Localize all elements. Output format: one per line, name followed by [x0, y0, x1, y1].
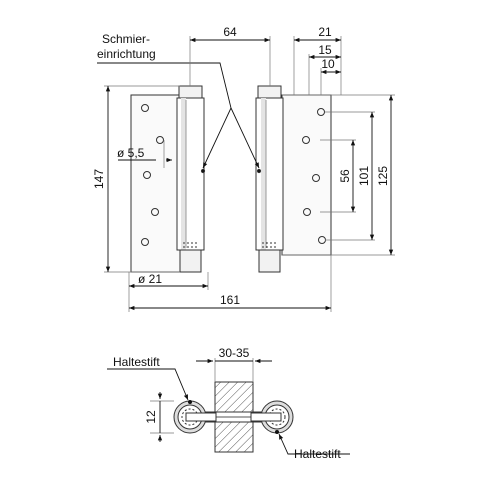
right-barrel [255, 85, 284, 273]
left-barrel-section [173, 400, 217, 434]
dim-hole: ø 5,5 [117, 146, 145, 160]
holding-pin-label-right: Haltestift [294, 447, 341, 461]
grease-leader-lines [97, 62, 260, 169]
right-barrel-section [250, 400, 294, 434]
left-leaf-plate [130, 94, 182, 273]
dim-barrel: ø 21 [138, 272, 162, 286]
cross-section-view [173, 381, 294, 453]
section-dimension-lines [107, 358, 350, 455]
extension-lines [104, 36, 395, 312]
holding-pin-label-left: Haltestift [113, 355, 160, 369]
grease-point-right [256, 168, 262, 174]
grease-point-left [200, 168, 206, 174]
dimension-lines [105, 37, 394, 311]
left-screw-holes [141, 104, 164, 246]
dim-21: 21 [318, 25, 332, 39]
dim-10: 10 [321, 57, 335, 71]
dim-spacing: 64 [223, 25, 237, 39]
grease-label-line1: Schmier- [102, 32, 150, 46]
dim-15: 15 [318, 43, 332, 57]
dim-125: 125 [376, 166, 390, 186]
door-leaf-upper [214, 381, 254, 417]
dim-12: 12 [144, 410, 158, 424]
holding-pin-right [275, 430, 279, 434]
left-barrel [176, 85, 205, 273]
holding-pin-left [188, 400, 192, 404]
dim-height: 147 [92, 169, 106, 189]
dim-width: 161 [220, 293, 240, 307]
grease-label-line2: einrichtung [97, 47, 156, 61]
dim-56: 56 [338, 169, 352, 183]
dim-door-thickness: 30-35 [219, 346, 250, 360]
right-leaf-plate [281, 94, 332, 256]
door-leaf-lower [214, 419, 254, 453]
dim-101: 101 [357, 166, 371, 186]
hinge-front-view [130, 85, 332, 273]
